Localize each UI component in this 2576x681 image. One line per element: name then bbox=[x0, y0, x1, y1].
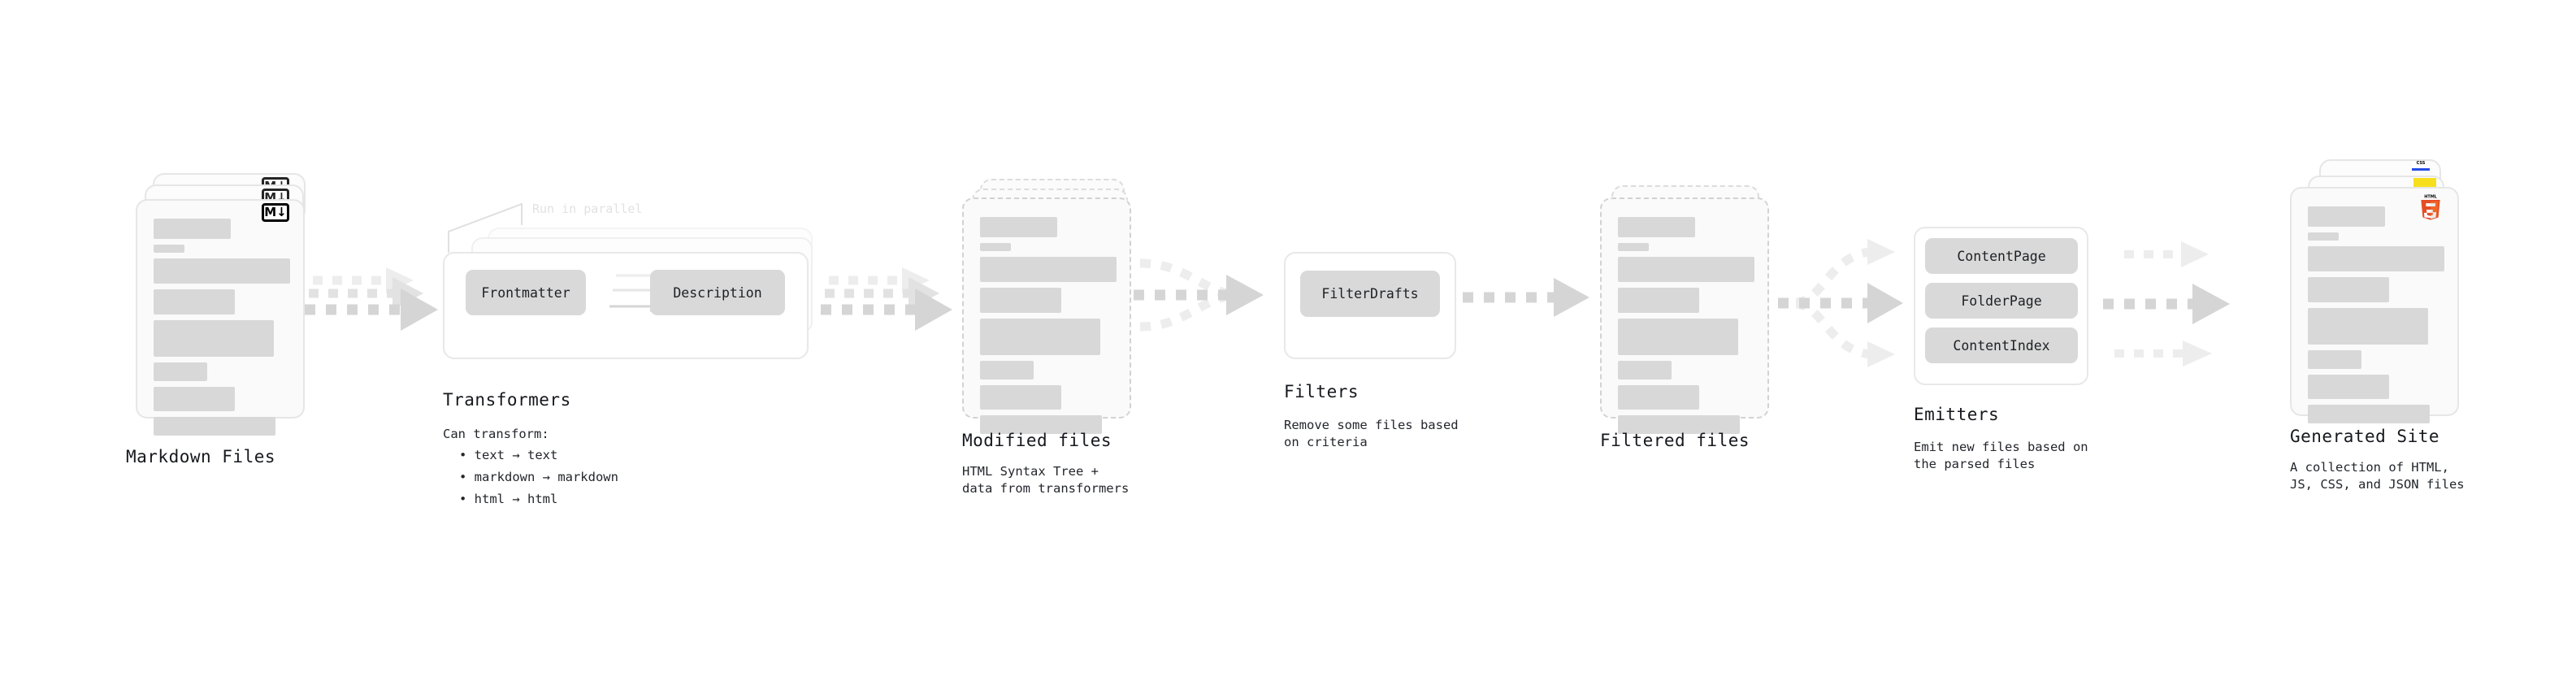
doc-bar bbox=[1618, 361, 1672, 380]
pill-label: Description bbox=[673, 284, 762, 301]
stage-title-emitters: Emitters bbox=[1914, 405, 2000, 424]
css-badge-label: CSS bbox=[2416, 161, 2426, 166]
stage-generated-site: CSS HTML Generated Site bbox=[2235, 0, 2576, 681]
pill-label: FolderPage bbox=[1961, 293, 2042, 309]
emitter-pill-contentindex[interactable]: ContentIndex bbox=[1925, 327, 2078, 363]
connector-filtered-to-emitters bbox=[1778, 239, 1903, 367]
filter-pill-filterdrafts[interactable]: FilterDrafts bbox=[1300, 271, 1440, 317]
emitter-pill-contentpage[interactable]: ContentPage bbox=[1925, 238, 2078, 274]
markdown-badge: M↓ bbox=[262, 203, 289, 222]
stage-subtitle-generated-site: A collection of HTML, JS, CSS, and JSON … bbox=[2290, 460, 2465, 492]
stage-transformers: Run in parallel Frontmatter Description … bbox=[443, 0, 833, 681]
connector-transformers-to-modified bbox=[821, 267, 952, 331]
doc-bar bbox=[154, 245, 184, 253]
doc-bar bbox=[980, 361, 1034, 380]
doc-bar bbox=[1618, 288, 1699, 313]
connector-md-to-transformers bbox=[305, 267, 438, 331]
doc-bar bbox=[980, 217, 1057, 237]
doc-bar bbox=[154, 219, 231, 239]
doc-bar bbox=[154, 417, 275, 436]
stage-filters: FilterDrafts Filters Remove some files b… bbox=[1280, 0, 1572, 681]
stage-modified-files: Modified files HTML Syntax Tree + data f… bbox=[943, 0, 1268, 681]
pill-label: FilterDrafts bbox=[1321, 286, 1419, 301]
doc-bar bbox=[2308, 206, 2385, 227]
doc-bar bbox=[1618, 319, 1738, 355]
filtered-document-card bbox=[1600, 197, 1769, 434]
stage-title-generated-site: Generated Site bbox=[2290, 427, 2440, 446]
doc-bar bbox=[980, 385, 1061, 410]
run-in-parallel-label: Run in parallel bbox=[532, 202, 643, 216]
css-badge-bar bbox=[2412, 168, 2430, 171]
stage-subtitle-filters: Remove some files based on criteria bbox=[1284, 418, 1459, 450]
stage-emitters: ContentPage FolderPage ContentIndex Emit… bbox=[1914, 0, 2223, 681]
doc-bar bbox=[980, 415, 1102, 434]
modified-document-card bbox=[962, 197, 1131, 434]
pill-label: ContentPage bbox=[1957, 248, 2046, 264]
doc-bar bbox=[2308, 375, 2389, 399]
js-badge bbox=[2413, 178, 2436, 189]
document-placeholder-bars bbox=[980, 217, 1117, 440]
doc-bar bbox=[2308, 350, 2361, 369]
transform-bullet-2: • html → html bbox=[459, 492, 558, 506]
generated-site-document-card bbox=[2290, 187, 2459, 423]
stage-markdown-files: M↓ M↓ M↓ Markdown Files bbox=[0, 0, 341, 681]
connector-filters-to-filtered bbox=[1463, 278, 1589, 317]
doc-bar bbox=[2308, 232, 2339, 241]
html5-badge: HTML bbox=[2421, 194, 2440, 220]
doc-bar bbox=[1618, 257, 1754, 282]
stage-title-transformers: Transformers bbox=[443, 390, 571, 410]
doc-bar bbox=[2308, 277, 2389, 302]
document-placeholder-bars bbox=[154, 219, 290, 441]
svg-text:HTML: HTML bbox=[2424, 194, 2436, 199]
connector-modified-to-filters bbox=[1134, 258, 1264, 332]
doc-bar bbox=[1618, 243, 1649, 251]
doc-bar bbox=[154, 387, 235, 411]
doc-bar bbox=[2308, 246, 2444, 271]
doc-bar bbox=[2308, 405, 2430, 423]
stage-title-markdown-files: Markdown Files bbox=[126, 447, 276, 466]
stage-title-modified-files: Modified files bbox=[962, 431, 1112, 450]
connector-emitters-to-site bbox=[2103, 241, 2230, 367]
stage-filtered-files: Filtered files bbox=[1581, 0, 1889, 681]
doc-bar bbox=[1618, 385, 1699, 410]
transform-bullet-0: • text → text bbox=[459, 448, 558, 462]
doc-bar bbox=[980, 288, 1061, 313]
transform-bullet-1: • markdown → markdown bbox=[459, 470, 618, 484]
doc-bar bbox=[1618, 415, 1740, 434]
pill-label: Frontmatter bbox=[481, 284, 570, 301]
emitter-pill-folderpage[interactable]: FolderPage bbox=[1925, 283, 2078, 319]
transformer-pill-frontmatter[interactable]: Frontmatter bbox=[466, 270, 586, 315]
transformer-pill-description[interactable]: Description bbox=[650, 270, 785, 315]
css-badge: CSS bbox=[2412, 161, 2430, 171]
doc-bar bbox=[154, 320, 274, 357]
stage-title-filtered-files: Filtered files bbox=[1600, 431, 1750, 450]
markdown-document-card bbox=[136, 199, 305, 436]
stage-title-filters: Filters bbox=[1284, 382, 1360, 401]
stage-subtitle-modified-files: HTML Syntax Tree + data from transformer… bbox=[962, 464, 1130, 497]
document-placeholder-bars bbox=[2308, 206, 2444, 429]
doc-bar bbox=[154, 289, 235, 314]
document-placeholder-bars bbox=[1618, 217, 1754, 440]
doc-bar bbox=[154, 258, 290, 284]
run-in-parallel-bracket bbox=[448, 202, 523, 253]
doc-bar bbox=[2308, 308, 2428, 345]
doc-bar bbox=[980, 257, 1117, 282]
doc-bar bbox=[1618, 217, 1695, 237]
doc-bar bbox=[980, 243, 1011, 251]
stage-subtitle-emitters: Emit new files based on the parsed files bbox=[1914, 440, 2088, 472]
doc-bar bbox=[154, 362, 207, 381]
pill-label: ContentIndex bbox=[1953, 337, 2050, 354]
doc-bar bbox=[980, 319, 1100, 355]
stage-subtitle-transformers: Can transform: bbox=[443, 427, 549, 441]
